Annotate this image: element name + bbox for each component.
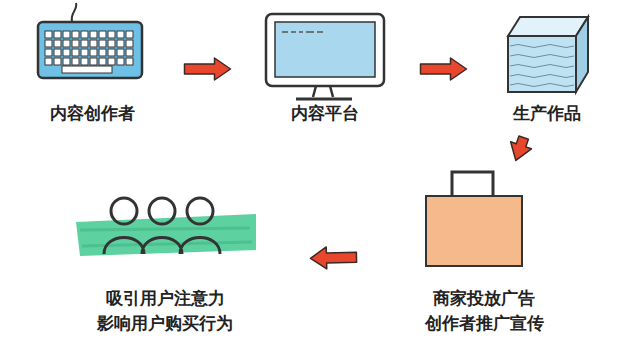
node-label: 创作者推广宣传 [425, 311, 544, 336]
flow-node: 生产作品 [492, 8, 602, 130]
paper-stack-icon [508, 17, 588, 92]
node-label: 生产作品 [513, 101, 581, 126]
flow-arrow [511, 136, 532, 160]
flow-node: 内容创作者 [25, 8, 160, 130]
flow-node: 内容平台 [255, 8, 395, 130]
node-label: 商家投放广告 [433, 286, 535, 311]
flow-arrow [185, 58, 231, 80]
node-label: 内容创作者 [50, 101, 135, 126]
flow-node: 商家投放广告创作者推广宣传 [405, 168, 563, 340]
bag-icon [426, 172, 522, 266]
flow-node: 吸引用户注意力影响用户购买行为 [68, 184, 262, 340]
flow-arrow [421, 58, 467, 80]
node-label: 影响用户购买行为 [97, 311, 233, 336]
monitor-icon [266, 14, 384, 99]
node-label: 内容平台 [291, 101, 359, 126]
flow-arrow [311, 247, 357, 269]
keyboard-icon [38, 3, 142, 78]
node-label: 吸引用户注意力 [106, 286, 225, 311]
people-icon [76, 198, 256, 256]
